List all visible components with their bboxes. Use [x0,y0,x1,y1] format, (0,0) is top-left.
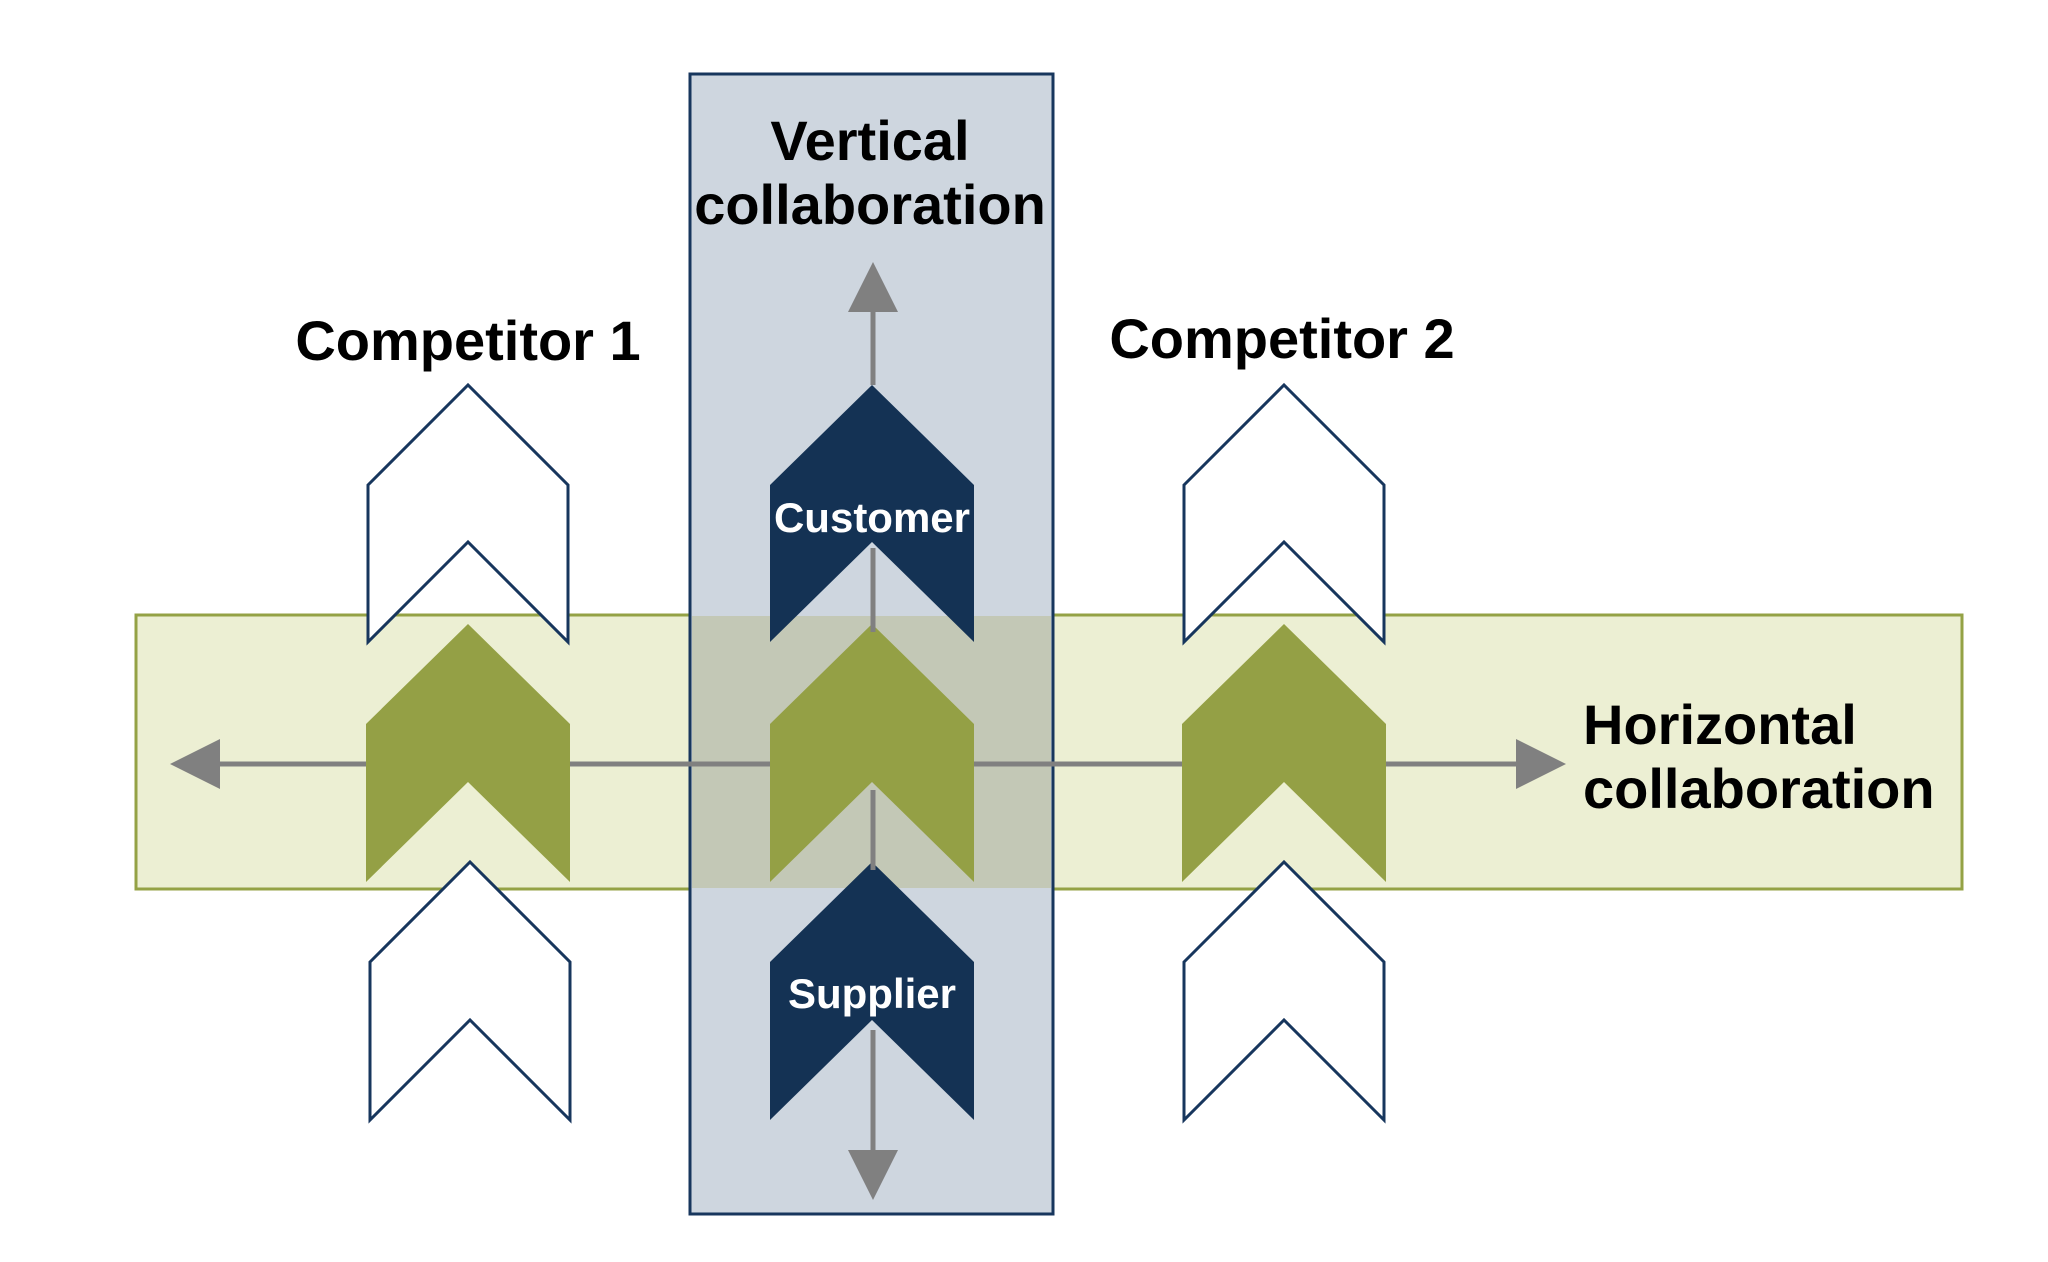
horizontal-collaboration-label-line1: Horizontal [1583,693,1857,756]
horizontal-collaboration-label-line2: collaboration [1583,757,1935,820]
vertical-collaboration-label-line2: collaboration [694,173,1046,236]
competitor1-top-chevron [366,382,570,646]
competitor2-label: Competitor 2 [1109,307,1454,370]
supplier-chevron [770,862,974,1120]
customer-label: Customer [774,494,970,541]
competitor2-bottom-chevron [1182,859,1386,1124]
supplier-label: Supplier [788,970,956,1017]
competitor1-label: Competitor 1 [295,309,640,372]
competitor1-green-chevron [366,624,570,882]
vertical-collaboration-label-line1: Vertical [770,109,969,172]
competitor2-top-chevron [1182,382,1386,646]
customer-chevron [770,385,974,642]
center-green-chevron [770,624,974,882]
competitor1-bottom-chevron [368,859,572,1124]
competitor2-green-chevron [1182,624,1386,882]
